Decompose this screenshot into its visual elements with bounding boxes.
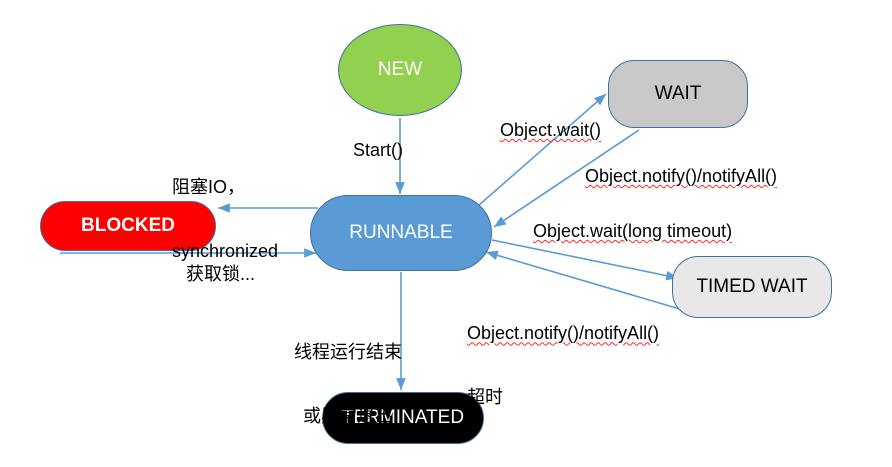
edge-label-object-notify: Object.notify()/notifyAll() [585,166,778,186]
node-blocked[interactable]: BLOCKED [40,201,216,251]
node-new[interactable]: NEW [338,24,462,116]
edge-label-thread-end: 线程运行结束 或异常退出 [294,300,402,467]
edge-label-thread-end-line2: 或异常退出 [303,406,393,427]
node-wait[interactable]: WAIT [608,60,748,128]
node-timed-wait[interactable]: TIMED WAIT [672,256,832,318]
edge-label-blocking-io-line2: synchronized [172,241,279,262]
node-wait-label: WAIT [654,82,702,104]
edge-label-object-wait: Object.wait() [500,120,602,140]
node-runnable[interactable]: RUNNABLE [310,195,492,271]
edge-label-object-wait-timeout: Object.wait(long timeout) [533,221,733,241]
node-timed-wait-label: TIMED WAIT [696,275,808,297]
edge-label-thread-end-line1: 线程运行结束 [294,342,402,363]
edge-runnable-to-timedwait [491,239,679,281]
edge-label-timeout: 超时 [467,387,503,408]
edge-runnable-to-wait [478,93,607,206]
edge-label-get-lock: 获取锁... [186,264,256,284]
edge-label-start: Start() [353,140,404,160]
node-runnable-label: RUNNABLE [349,221,453,243]
edge-label-blocking-io: 阻塞IO， synchronized [172,135,278,305]
node-new-label: NEW [377,58,423,80]
node-terminated[interactable]: TERMINATED [322,392,484,444]
node-terminated-label: TERMINATED [341,406,465,428]
node-blocked-label: BLOCKED [81,214,175,236]
edge-label-object-notify-timeout: Object.notify()/notifyAll() 超时 [467,281,659,451]
edge-label-object-notify2: Object.notify()/notifyAll() [467,323,660,344]
edge-label-blocking-io-line1: 阻塞IO， [172,177,246,198]
